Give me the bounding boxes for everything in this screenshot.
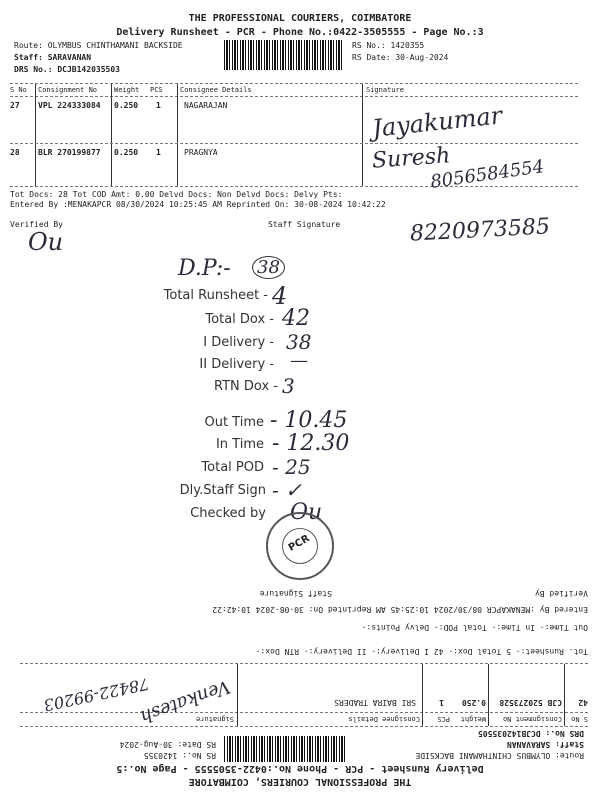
bottom-runsheet-rotated: THE PROFESSIONAL COURIERS, COIMBATORE De… bbox=[0, 589, 600, 790]
stamp-value: 3 bbox=[282, 374, 295, 398]
stamp-label: Total POD bbox=[201, 460, 264, 475]
stamp-value: - 10.45 bbox=[270, 408, 348, 433]
company-seal: PCR bbox=[266, 512, 334, 580]
runsheet-subtitle: Delivery Runsheet - PCR - Phone No.:0422… bbox=[116, 763, 484, 774]
stamp-label: Out Time bbox=[204, 415, 264, 430]
drs-no: DRS No.: DCJB142035503 bbox=[14, 65, 120, 74]
row-weight: 0.250 bbox=[114, 101, 139, 110]
stamp-label: I Delivery - bbox=[203, 335, 274, 350]
header-consignee: Consignee Details bbox=[348, 715, 420, 723]
time-summary: Out Time:- In Time:- Total POD:- Delvy P… bbox=[361, 623, 588, 632]
rs-date: RS Date: 30-Aug-2024 bbox=[119, 740, 216, 749]
handwritten-phone: 78422-99203 bbox=[41, 674, 151, 715]
row-weight: 0.250 bbox=[461, 698, 486, 707]
barcode bbox=[223, 736, 345, 762]
row-sno: 28 bbox=[10, 148, 20, 157]
handwritten-signature: Jayakumar bbox=[370, 101, 504, 143]
row-pcs: 1 bbox=[156, 148, 161, 157]
handwritten-signature: Suresh bbox=[371, 143, 452, 174]
stamp-label: II Delivery - bbox=[199, 357, 274, 372]
rs-date: RS Date: 30-Aug-2024 bbox=[352, 53, 449, 62]
header-consignee: Consignee Details bbox=[180, 86, 252, 94]
header-consignment: Consignment No bbox=[38, 86, 98, 94]
row-consignment: VPL 224333084 bbox=[38, 101, 101, 110]
staff-signature-label: Staff Signature bbox=[268, 220, 341, 229]
handwritten-phone: 8220973585 bbox=[409, 214, 551, 247]
row-sno: 27 bbox=[10, 101, 20, 110]
row-weight: 0.250 bbox=[114, 148, 139, 157]
staff-signature-label: Staff Signature bbox=[259, 589, 332, 598]
row-consignment: CJB 520273528 bbox=[499, 698, 562, 707]
stamp-value: — bbox=[290, 350, 308, 371]
header-sno: S No bbox=[571, 715, 588, 723]
handwritten-initials: Ou bbox=[28, 228, 64, 256]
header-weight: Weight bbox=[460, 715, 486, 723]
row-consignee: NAGARAJAN bbox=[184, 101, 228, 110]
stamp-label: RTN Dox - bbox=[214, 379, 278, 394]
stamp-value: 4 bbox=[272, 282, 288, 310]
stamp-value: 38 bbox=[286, 330, 312, 354]
header-weight: Weight bbox=[114, 86, 140, 94]
runsheet-subtitle: Delivery Runsheet - PCR - Phone No.:0422… bbox=[116, 27, 484, 38]
header-pcs: PCS bbox=[437, 715, 450, 723]
verified-by-label: Verified By bbox=[10, 220, 63, 229]
entered-by: Entered By :MENAKAPCR 08/30/2024 10:25:4… bbox=[212, 605, 588, 614]
totals-summary: Tot Docs: 28 Tot COD Amt: 0.00 Delvd Doc… bbox=[10, 190, 343, 199]
drs-no: DRS No.: DCJB142035505 bbox=[478, 729, 584, 738]
stamp-value: - 25 bbox=[272, 455, 311, 479]
row-consignee: PRAGNYA bbox=[184, 148, 218, 157]
header-signature: Signature bbox=[366, 86, 404, 94]
row-pcs: 1 bbox=[439, 698, 444, 707]
entered-by: Entered By :MENAKAPCR 08/30/2024 10:25:4… bbox=[10, 200, 386, 209]
header-sno: S No bbox=[10, 86, 27, 94]
row-consignment: BLR 270199877 bbox=[38, 148, 101, 157]
company-title: THE PROFESSIONAL COURIERS, COIMBATORE bbox=[188, 13, 412, 24]
rs-no: RS No.: 1420355 bbox=[352, 41, 425, 50]
verified-by-label: Verified By bbox=[535, 589, 588, 598]
stamp-value: - 12.30 bbox=[272, 431, 350, 456]
staff: Staff: SARAVANAN bbox=[14, 53, 92, 62]
route: Route: OLYMBUS CHINTHAMANI BACKSIDE bbox=[415, 751, 584, 760]
header-signature: Signature bbox=[196, 715, 234, 723]
stamp-label: Dly.Staff Sign bbox=[179, 483, 266, 498]
staff: Staff: SARAVANAN bbox=[506, 740, 584, 749]
barcode bbox=[224, 40, 342, 70]
company-title: THE PROFESSIONAL COURIERS, COIMBATORE bbox=[188, 776, 412, 787]
row-sno: 42 bbox=[578, 698, 588, 707]
route: Route: OLYMBUS CHINTHAMANI BACKSIDE bbox=[14, 41, 183, 50]
rs-no: RS No.: 1420355 bbox=[143, 751, 216, 760]
row-pcs: 1 bbox=[156, 101, 161, 110]
dp-value: 38 bbox=[252, 256, 285, 279]
dp-label: D.P:- bbox=[178, 256, 231, 281]
header-pcs: PCS bbox=[150, 86, 163, 94]
row-consignee: SRI BAIRA TRADERS bbox=[334, 698, 416, 707]
totals-summary: Tot. Runsheet:- 5 Total Dox:- 42 I Deliv… bbox=[255, 647, 588, 656]
stamp-value: 42 bbox=[282, 306, 310, 331]
stamp-label: Checked by bbox=[190, 506, 266, 521]
stamp-label: Total Dox - bbox=[205, 312, 274, 327]
stamp-label: Total Runsheet - bbox=[163, 288, 268, 303]
stamp-value: - ✓ bbox=[272, 478, 302, 502]
header-consignment: Consignment No bbox=[502, 715, 562, 723]
stamp-label: In Time bbox=[215, 437, 264, 452]
